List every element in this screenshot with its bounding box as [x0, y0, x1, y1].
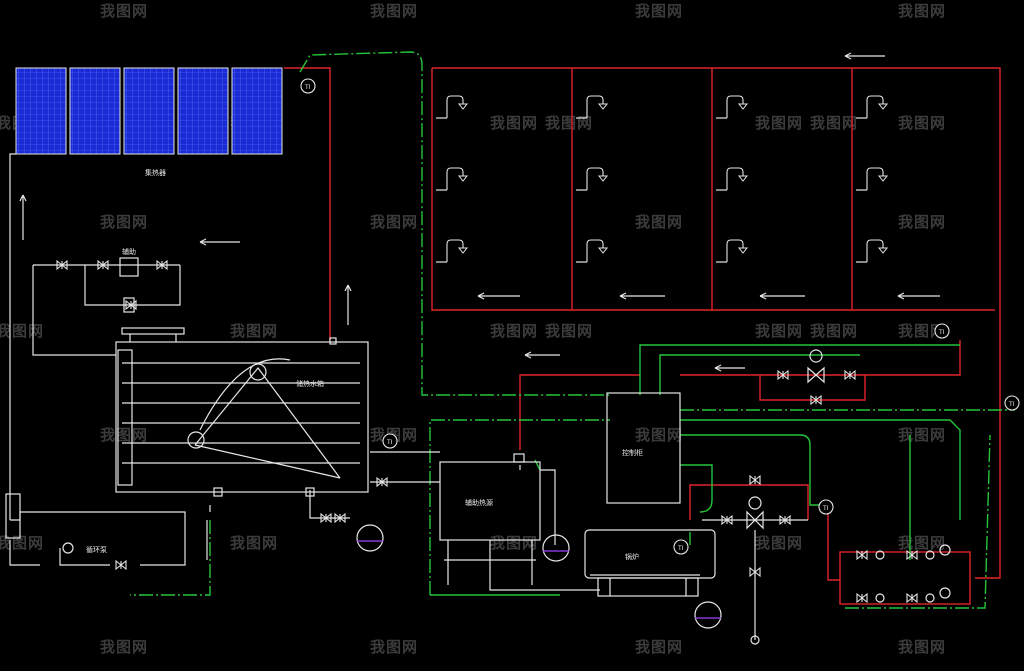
boiler [584, 529, 716, 597]
watermark-text: 我图网 [898, 322, 946, 340]
pressure-gauge-icon [62, 524, 760, 645]
watermark-text: 我图网 [490, 322, 538, 340]
watermark-text: 我图网 [810, 114, 858, 132]
hot-water-piping [284, 67, 1001, 605]
motor-valve-icon [746, 349, 825, 530]
solar-panel-label: 集热器 [145, 168, 166, 177]
watermark-text: 我图网 [100, 2, 148, 20]
solar-collector-array [15, 67, 283, 155]
storage-tank [115, 327, 369, 497]
watermark-text: 我图网 [898, 2, 946, 20]
watermark-text: 我图网 [898, 213, 946, 231]
watermark-text: 我图网 [898, 426, 946, 444]
watermark-text: 我图网 [635, 213, 683, 231]
watermark-text: 我图网 [370, 2, 418, 20]
watermark-text: 我图网 [230, 534, 278, 552]
watermark-text: 我图网 [490, 114, 538, 132]
watermark-text: 我图网 [0, 534, 44, 552]
watermark-text: 我图网 [370, 638, 418, 656]
watermark-text: 我图网 [370, 213, 418, 231]
watermark-text: 我图网 [545, 322, 593, 340]
watermark-text: 我图网 [100, 426, 148, 444]
watermark-text: 我图网 [898, 534, 946, 552]
watermark-text: 我图网 [100, 213, 148, 231]
watermark-text: 我图网 [810, 322, 858, 340]
auxiliary-heater [439, 453, 541, 585]
shower-heads [436, 95, 888, 263]
check-valve-icon [875, 544, 951, 603]
filter-label: 辅助 [122, 247, 136, 256]
flow-arrow-icon [19, 52, 940, 560]
watermark-text: 我图网 [545, 114, 593, 132]
watermark-text: 我图网 [635, 426, 683, 444]
control-cabinet [606, 392, 681, 504]
boiler-label: 锅炉 [625, 552, 639, 561]
watermark-text: 我图网 [490, 534, 538, 552]
watermark-text: 我图网 [755, 534, 803, 552]
watermark-text: 我图网 [635, 638, 683, 656]
watermark-text: 我图网 [755, 114, 803, 132]
pump-label: 循环泵 [86, 545, 107, 554]
watermark-text: 我图网 [100, 638, 148, 656]
watermark-text: 我图网 [755, 322, 803, 340]
heat-exchanger [5, 493, 21, 539]
watermark-text: 我图网 [230, 322, 278, 340]
temperature-sensor-icon [300, 78, 1020, 555]
return-water-piping [130, 51, 1015, 609]
water-filter: 辅助 [119, 247, 139, 313]
controller-label: 控制柜 [622, 448, 643, 457]
watermark-text: 我图网 [0, 322, 44, 340]
watermark-text: 我图网 [898, 114, 946, 132]
watermark-text: 我图网 [635, 2, 683, 20]
watermark-text: 我图网 [898, 638, 946, 656]
aux-heater-label: 辅助热源 [465, 498, 493, 507]
tank-label: 储热水箱 [296, 379, 324, 388]
